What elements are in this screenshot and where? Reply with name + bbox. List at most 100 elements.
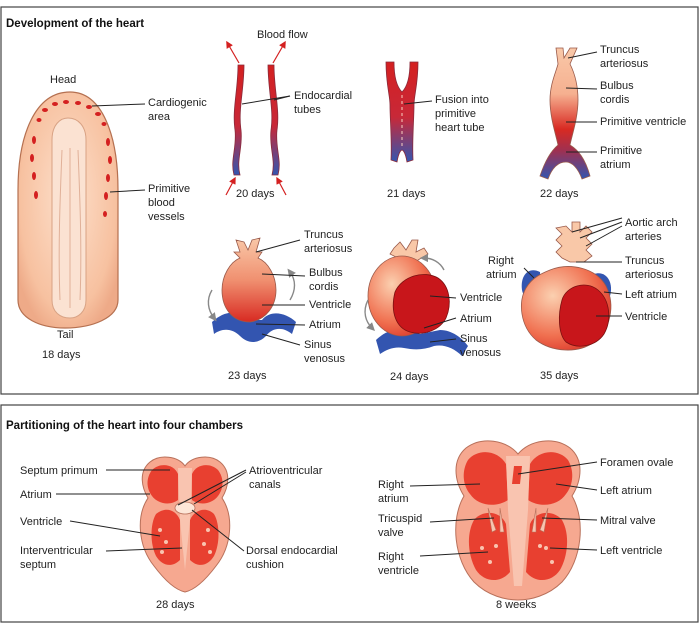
label-tricuspid-1: Tricuspid <box>378 513 422 525</box>
bottom-panel-title: Partitioning of the heart into four cham… <box>6 420 243 432</box>
label-mitral: Mitral valve <box>600 515 656 527</box>
label-iv-septum-1: Interventricular <box>20 545 93 557</box>
rotation-arrow-right-24 <box>419 253 445 271</box>
flow-arrow-out-left <box>226 40 240 64</box>
label-endocardial-2: tubes <box>294 104 321 116</box>
label-right-ventricle8-2: ventricle <box>378 565 419 577</box>
leader-right-atrium-35 <box>523 267 535 279</box>
leader-cardiogenic <box>91 103 146 107</box>
label-left-atrium-35: Left atrium <box>625 289 677 301</box>
leader-vessels <box>109 189 146 193</box>
label-bulbus23-2: cordis <box>309 281 339 293</box>
heart-21-days: Fusion into primitive heart tube 21 days <box>385 61 489 200</box>
label-head: Head <box>50 74 76 86</box>
label-vessels-1: Primitive <box>148 183 190 195</box>
label-right-atrium8-2: atrium <box>378 493 409 505</box>
foramen-ovale <box>512 466 522 484</box>
leader-aortic-2 <box>579 221 623 239</box>
left-atrium-8wk <box>528 452 573 505</box>
label-endocardial-1: Endocardial <box>294 90 352 102</box>
heart-28-days: Septum primum Atrium Ventricle Intervent… <box>20 456 338 611</box>
label-truncus23-2: arteriosus <box>304 243 353 255</box>
heart-tube-22 <box>539 47 591 180</box>
neural-fold-lines <box>58 148 82 308</box>
label-weeks-8: 8 weeks <box>496 599 537 611</box>
leader-ventricle-24 <box>429 295 457 299</box>
leader-bulbus-23 <box>261 273 306 277</box>
endocardial-tube-right <box>267 64 280 176</box>
bottom-panel-frame <box>0 404 699 623</box>
label-aortic-2: arteries <box>625 231 662 243</box>
flow-arrow-in-left <box>225 176 236 196</box>
label-sinus24-2: venosus <box>460 347 501 359</box>
heart-24-days: Ventricle Atrium Sinus venosus 24 days <box>364 239 502 383</box>
leader-dorsal-cushion <box>191 509 245 552</box>
heart-20-days: Blood flow Endocardial tubes 20 days <box>225 29 352 200</box>
label-truncus23-1: Truncus <box>304 229 344 241</box>
label-prim-ventricle: Primitive ventricle <box>600 116 686 128</box>
label-days-21: 21 days <box>387 188 426 200</box>
label-blood-flow: Blood flow <box>257 29 308 41</box>
leader-left-ventricle-8wk <box>549 547 598 551</box>
label-right-atrium8-1: Right <box>378 479 404 491</box>
leader-right-atrium-8wk <box>409 483 481 487</box>
label-sinus23-2: venosus <box>304 353 345 365</box>
label-fusion-1: Fusion into <box>435 94 489 106</box>
label-days-18: 18 days <box>42 349 81 361</box>
label-right-atrium35-2: atrium <box>486 269 517 281</box>
trabeculae-28 <box>158 528 212 554</box>
label-right-ventricle8-1: Right <box>378 551 404 563</box>
cardiogenic-area <box>36 100 107 126</box>
label-sinus24-1: Sinus <box>460 333 488 345</box>
leader-ventricle-28 <box>69 520 161 537</box>
label-dorsal-1: Dorsal endocardial <box>246 545 338 557</box>
right-atrium-8wk <box>463 452 508 505</box>
label-truncus22-2: arteriosus <box>600 58 649 70</box>
rotation-arrow-left-24 <box>364 299 375 331</box>
label-days-24: 24 days <box>390 371 429 383</box>
dorsal-cushion-28 <box>174 501 196 515</box>
primitive-blood-vessels <box>30 136 112 217</box>
label-days-22: 22 days <box>540 188 579 200</box>
label-iv-septum-2: septum <box>20 559 56 571</box>
flow-arrow-out-right <box>272 40 286 64</box>
leader-endo-2 <box>273 95 291 101</box>
aortic-arches <box>555 221 593 263</box>
label-bulbus23-1: Bulbus <box>309 267 343 279</box>
flow-arrow-in-right <box>276 176 287 196</box>
ventricle-left-28 <box>151 509 180 565</box>
label-left-ventricle-8wk: Left ventricle <box>600 545 662 557</box>
label-ventricle-23: Ventricle <box>309 299 351 311</box>
label-prim-atrium-2: atrium <box>600 159 631 171</box>
leader-aortic-3 <box>585 225 623 247</box>
label-av-canals-1: Atrioventricular <box>249 465 323 477</box>
label-cardiogenic-2: area <box>148 111 171 123</box>
leader-endo-1 <box>241 95 291 105</box>
leader-sinus-24 <box>429 338 457 343</box>
leader-atrium-23 <box>255 323 306 326</box>
leader-sinus-23 <box>261 333 301 346</box>
label-fusion-2: primitive <box>435 108 476 120</box>
leader-truncus-23 <box>255 239 301 253</box>
leader-aortic-1 <box>571 217 623 233</box>
leader-tricuspid <box>429 517 495 523</box>
leader-left-atrium-35 <box>603 291 623 295</box>
rotation-arrow-right-23 <box>287 268 296 301</box>
label-sinus23-1: Sinus <box>304 339 332 351</box>
label-days-20: 20 days <box>236 188 275 200</box>
endocardial-tube-left <box>232 64 245 176</box>
label-ventricle-35: Ventricle <box>625 311 667 323</box>
label-truncus22-1: Truncus <box>600 44 640 56</box>
fused-heart-tube <box>385 61 419 163</box>
leader-bulbus-22 <box>565 87 598 90</box>
label-atrium-23: Atrium <box>309 319 341 331</box>
label-dorsal-2: cushion <box>246 559 284 571</box>
leader-right-ventricle-8wk <box>419 551 489 557</box>
label-left-atrium-8wk: Left atrium <box>600 485 652 497</box>
ventricle-35 <box>558 284 610 347</box>
label-cardiogenic-1: Cardiogenic <box>148 97 207 109</box>
leader-iv-septum <box>105 547 183 552</box>
vein-23 <box>212 312 296 342</box>
label-days-35: 35 days <box>540 370 579 382</box>
